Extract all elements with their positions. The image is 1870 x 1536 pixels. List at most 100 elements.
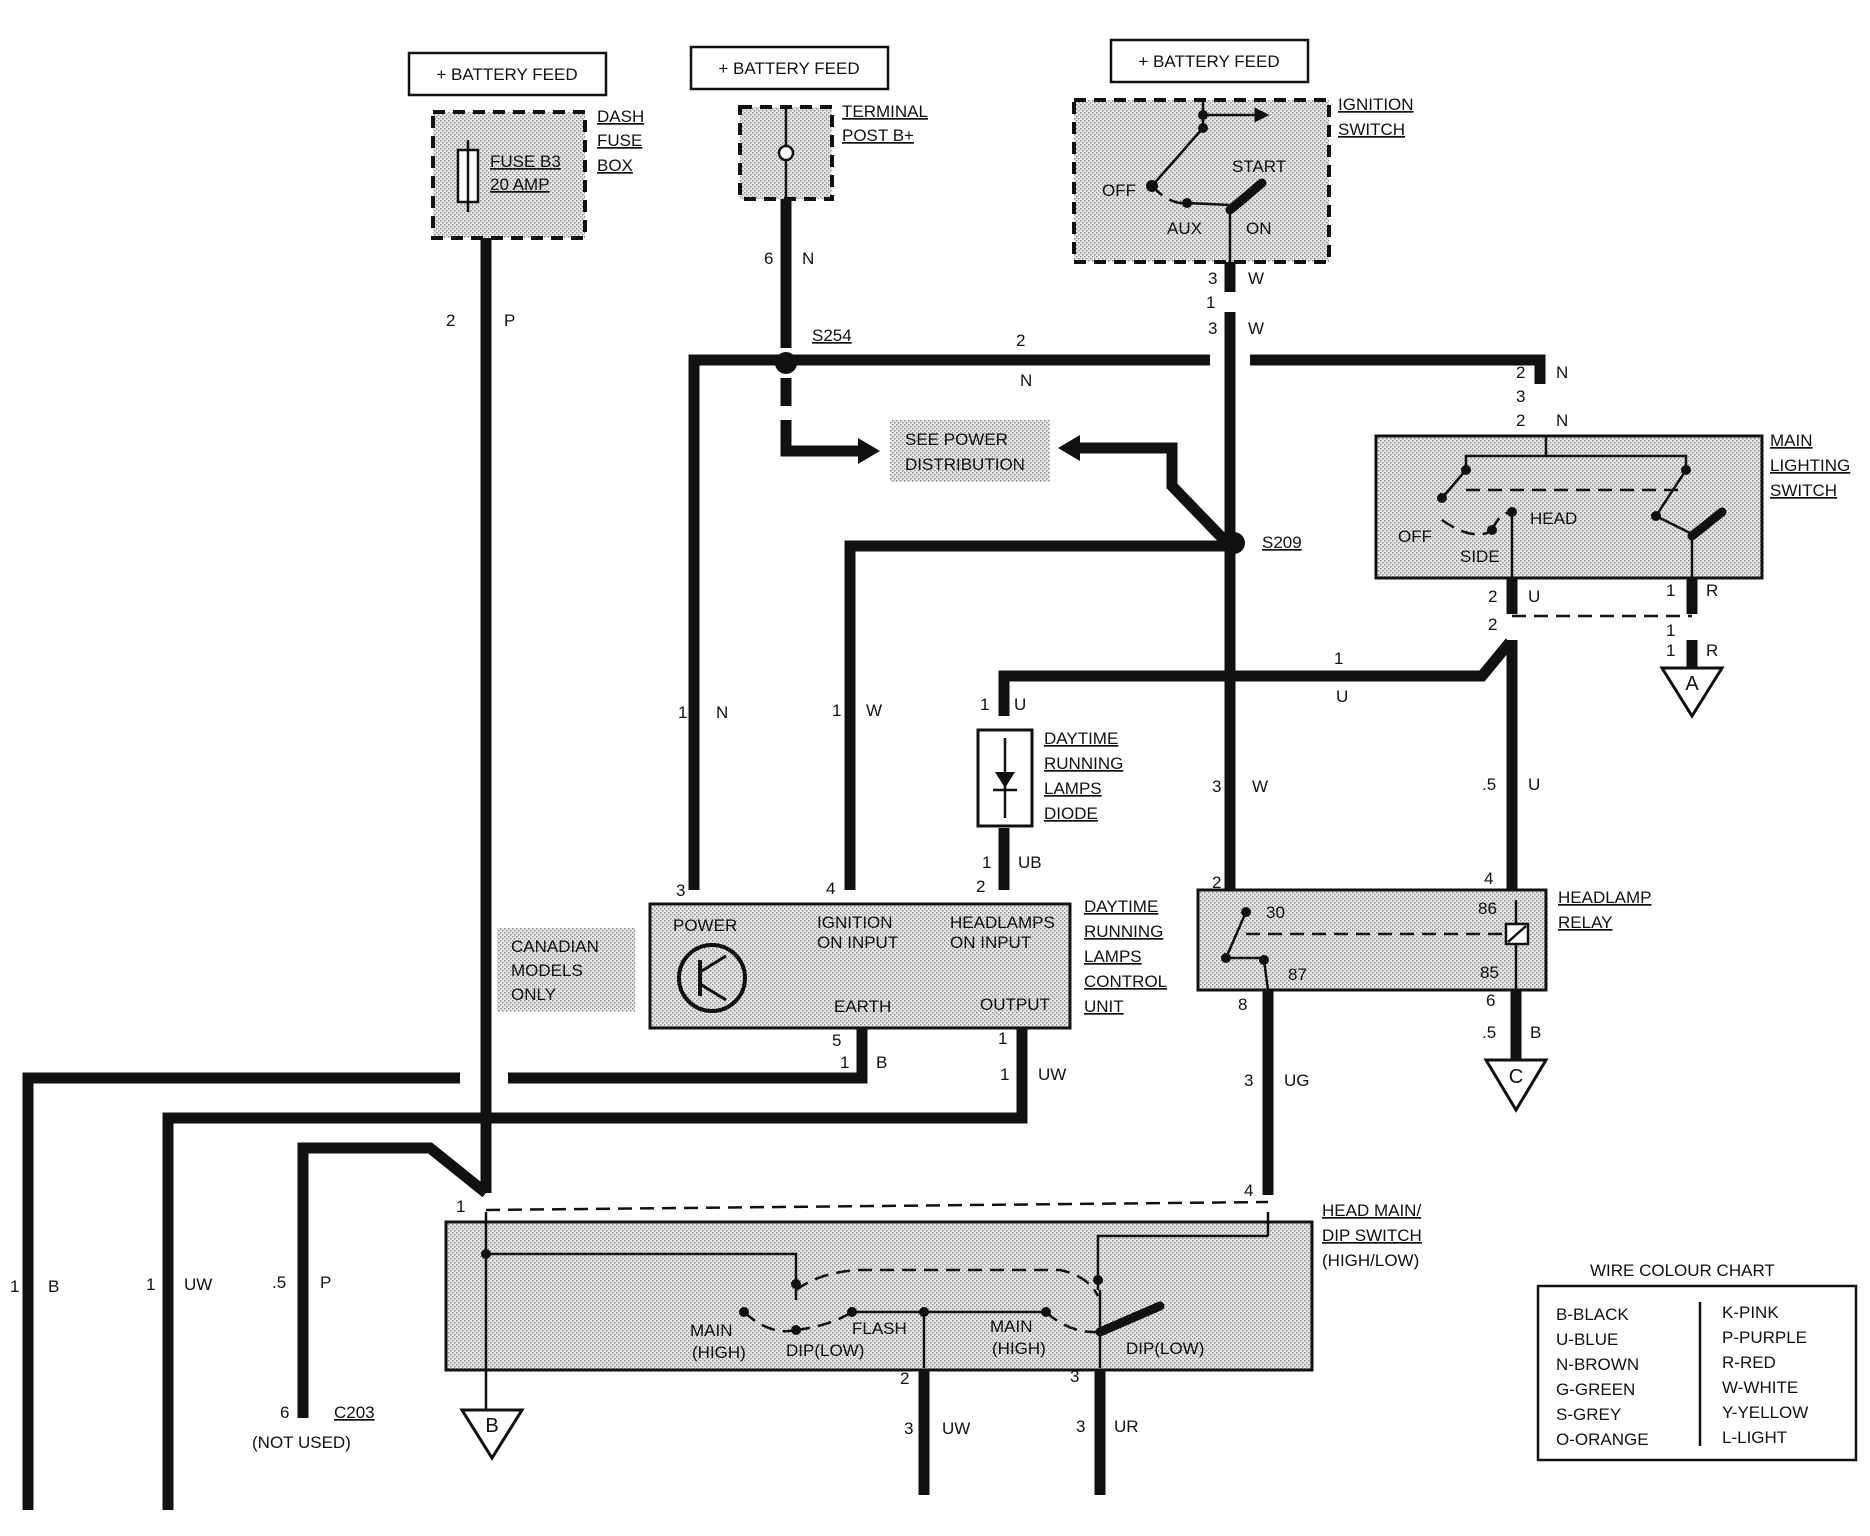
svg-text:IGNITION: IGNITION [1338,95,1414,114]
svg-text:3: 3 [1208,319,1217,338]
svg-text:HEADLAMPS: HEADLAMPS [950,913,1055,932]
svg-text:DIP SWITCH: DIP SWITCH [1322,1226,1422,1245]
svg-text:1: 1 [998,1029,1007,1048]
svg-text:.5: .5 [1482,1023,1496,1042]
connector-c203: C203 (NOT USED) [252,1403,375,1452]
svg-text:O-ORANGE: O-ORANGE [1556,1430,1649,1449]
svg-text:3: 3 [1208,269,1217,288]
svg-text:N: N [1020,371,1032,390]
svg-text:MAIN: MAIN [990,1317,1033,1336]
svg-text:2: 2 [1212,873,1221,892]
svg-text:SWITCH: SWITCH [1338,120,1405,139]
svg-text:B: B [876,1053,887,1072]
reference-a: A [1659,666,1725,719]
svg-text:RUNNING: RUNNING [1084,922,1163,941]
svg-text:SEE POWER: SEE POWER [905,430,1008,449]
svg-text:CONTROL: CONTROL [1084,972,1167,991]
svg-text:W: W [1252,777,1268,796]
svg-text:(HIGH): (HIGH) [992,1339,1046,1358]
transistor-icon [677,943,747,1013]
svg-text:HEAD: HEAD [1530,509,1577,528]
svg-text:2: 2 [446,311,455,330]
svg-text:1: 1 [1206,293,1215,312]
svg-text:IGNITION: IGNITION [817,913,893,932]
svg-text:FUSE B3: FUSE B3 [490,152,561,171]
svg-text:1: 1 [146,1275,155,1294]
svg-text:P: P [504,311,515,330]
splice-s209: S209 [1223,532,1302,554]
svg-text:1: 1 [10,1277,19,1296]
reference-b: B [459,1408,525,1461]
svg-text:L-LIGHT: L-LIGHT [1722,1428,1787,1447]
svg-text:UG: UG [1284,1071,1310,1090]
svg-text:(HIGH): (HIGH) [692,1343,746,1362]
svg-text:(HIGH/LOW): (HIGH/LOW) [1322,1251,1419,1270]
svg-text:C: C [1509,1066,1523,1088]
svg-text:LAMPS: LAMPS [1084,947,1142,966]
splice-s254: S254 [775,326,852,374]
svg-text:1: 1 [980,695,989,714]
svg-text:U: U [1336,687,1348,706]
svg-text:2: 2 [1516,411,1525,430]
svg-text:85: 85 [1480,963,1499,982]
svg-text:1: 1 [982,853,991,872]
svg-text:S-GREY: S-GREY [1556,1405,1621,1424]
battery-feed-box-1: + BATTERY FEED [407,51,608,97]
svg-text:B: B [1530,1023,1541,1042]
svg-text:UW: UW [1038,1065,1066,1084]
svg-text:FUSE: FUSE [597,131,642,150]
svg-text:K-PINK: K-PINK [1722,1303,1779,1322]
svg-text:G-GREEN: G-GREEN [1556,1380,1635,1399]
svg-text:U: U [1014,695,1026,714]
ignition-switch: OFF START AUX ON IGNITION SWITCH [1072,95,1414,264]
svg-text:S254: S254 [812,326,852,345]
battery-feed-box-2: + BATTERY FEED [689,45,890,91]
svg-text:S209: S209 [1262,533,1302,552]
svg-text:DISTRIBUTION: DISTRIBUTION [905,455,1025,474]
svg-text:1: 1 [1666,581,1675,600]
svg-text:START: START [1232,157,1286,176]
svg-text:1: 1 [456,1197,465,1216]
svg-text:3: 3 [1244,1071,1253,1090]
svg-text:C203: C203 [334,1403,375,1422]
svg-text:2: 2 [1488,587,1497,606]
svg-text:N: N [716,703,728,722]
svg-text:+ BATTERY FEED: + BATTERY FEED [1138,52,1279,71]
svg-text:4: 4 [1244,1181,1253,1200]
wire-colour-chart: WIRE COLOUR CHART B-BLACK U-BLUE N-BROWN… [1536,1261,1858,1462]
svg-text:W: W [866,701,882,720]
svg-text:1: 1 [832,701,841,720]
svg-text:ON INPUT: ON INPUT [950,933,1031,952]
svg-text:DASH: DASH [597,107,644,126]
svg-text:Y-YELLOW: Y-YELLOW [1722,1403,1808,1422]
svg-text:P-PURPLE: P-PURPLE [1722,1328,1807,1347]
svg-text:3: 3 [1516,387,1525,406]
svg-text:DIP(LOW): DIP(LOW) [786,1341,864,1360]
svg-text:1: 1 [1666,641,1675,660]
svg-text:87: 87 [1288,965,1307,984]
svg-text:1: 1 [1666,621,1675,640]
svg-text:U-BLUE: U-BLUE [1556,1330,1618,1349]
svg-text:ON: ON [1246,219,1272,238]
svg-text:B: B [48,1277,59,1296]
svg-text:4: 4 [826,879,835,898]
svg-text:HEAD MAIN/: HEAD MAIN/ [1322,1201,1421,1220]
svg-text:3: 3 [676,881,685,900]
head-main-dip-switch: MAIN (HIGH) DIP(LOW) FLASH MAIN (HIGH) D… [444,1200,1422,1420]
svg-text:TERMINAL: TERMINAL [842,102,928,121]
diode-icon [995,772,1015,788]
svg-text:+ BATTERY FEED: + BATTERY FEED [718,59,859,78]
svg-text:+ BATTERY FEED: + BATTERY FEED [436,65,577,84]
svg-text:P: P [320,1273,331,1292]
svg-text:N: N [1556,363,1568,382]
svg-text:N-BROWN: N-BROWN [1556,1355,1639,1374]
svg-text:FLASH: FLASH [852,1319,907,1338]
svg-text:1: 1 [840,1053,849,1072]
svg-text:OFF: OFF [1398,527,1432,546]
svg-text:POST B+: POST B+ [842,126,914,145]
svg-text:DIP(LOW): DIP(LOW) [1126,1339,1204,1358]
svg-text:2: 2 [1516,363,1525,382]
svg-text:MAIN: MAIN [690,1321,733,1340]
svg-text:A: A [1685,673,1699,695]
svg-text:1: 1 [1000,1065,1009,1084]
